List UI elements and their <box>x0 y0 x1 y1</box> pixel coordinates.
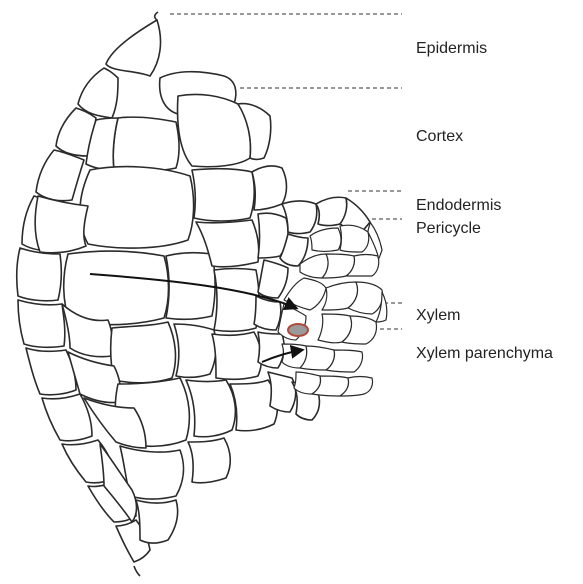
endodermis-cell <box>268 372 296 412</box>
epidermis-cell <box>18 300 65 347</box>
cortex-cell <box>188 438 230 483</box>
cortex-cell <box>214 269 259 332</box>
cortex-cell <box>136 500 178 543</box>
cortex-cell <box>80 167 194 248</box>
xylem-vessel-cell <box>288 324 308 336</box>
cortex-cell <box>113 117 179 171</box>
epidermis-cell <box>17 248 62 301</box>
label-pericycle: Pericycle <box>416 220 481 238</box>
stele-cell <box>368 222 382 258</box>
epidermis-cell-edge <box>134 566 140 576</box>
epidermis-cell <box>106 12 161 76</box>
endodermis-cell <box>258 260 288 298</box>
label-xylem-parenchyma: Xylem parenchyma <box>416 345 553 363</box>
endodermis-cell <box>282 201 317 234</box>
endodermis-cell <box>258 332 284 368</box>
epidermis-cell <box>42 394 92 441</box>
label-endodermis: Endodermis <box>416 197 501 215</box>
cortex-cell <box>186 380 235 437</box>
label-epidermis: Epidermis <box>416 40 487 58</box>
label-xylem: Xylem <box>416 307 460 325</box>
cortex-cell <box>192 169 254 221</box>
pericycle-cell <box>310 228 341 252</box>
pericycle-cell <box>340 225 369 252</box>
label-cortex: Cortex <box>416 128 463 146</box>
cortex-cell <box>174 324 216 377</box>
cortex-cell <box>252 166 287 210</box>
epidermis-cell <box>36 150 84 201</box>
cortex-cell <box>64 251 169 324</box>
cortex-cell <box>111 322 176 383</box>
cortex-cell <box>35 196 88 253</box>
cortex-cell <box>212 332 261 379</box>
